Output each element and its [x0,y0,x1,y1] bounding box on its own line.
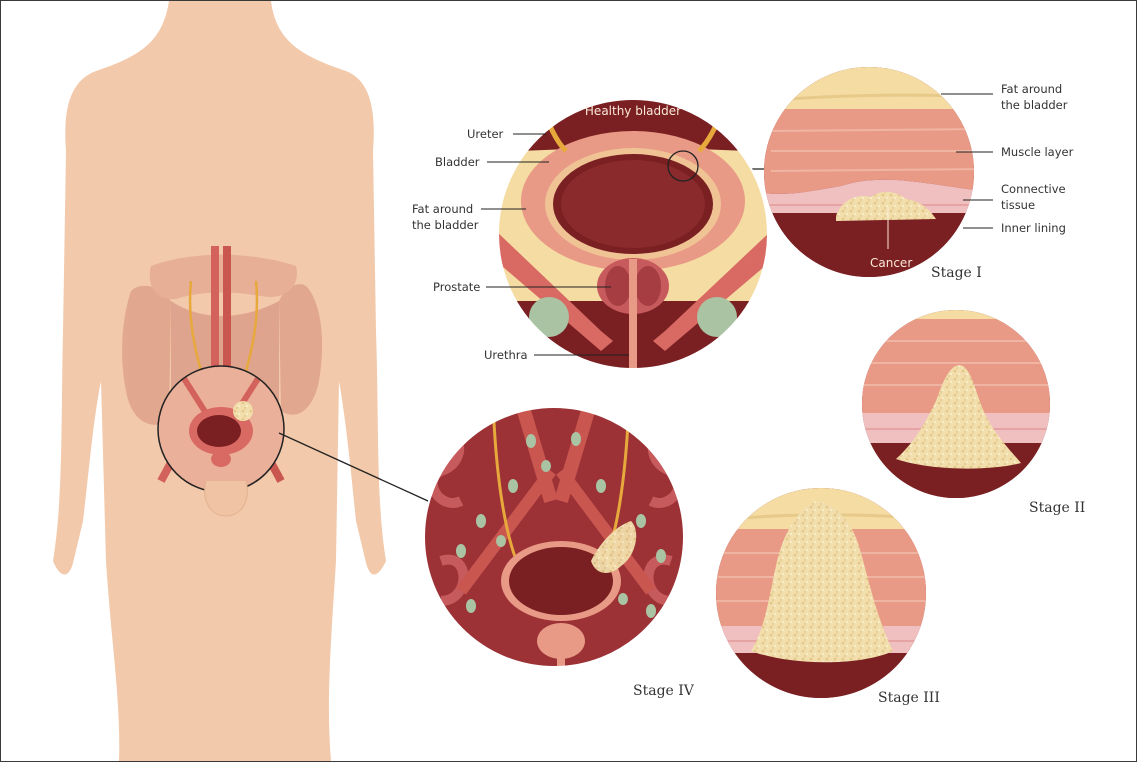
stage4-circle: Stage IV [421,401,695,699]
label-fat-line1: Fat around [412,202,473,216]
healthy-bladder-circle: Healthy bladder [491,91,781,389]
label-connective-line2: tissue [1001,198,1035,212]
label-layer-fat-line1: Fat around [1001,82,1062,96]
body-silhouette [53,1,386,761]
stage3-circle: Stage III [711,486,940,706]
label-fat-line2: the bladder [412,218,479,232]
stage2-circle: Stage II [861,306,1085,516]
stage1-label: Stage I [931,265,982,281]
label-layer-fat-line2: the bladder [1001,98,1068,112]
label-bladder: Bladder [435,155,480,169]
stage4-label: Stage IV [633,683,695,699]
label-inner-lining: Inner lining [1001,221,1066,235]
stage3-label: Stage III [878,690,940,706]
stage2-label: Stage II [1029,500,1085,516]
healthy-title: Healthy bladder [585,104,681,118]
label-ureter: Ureter [467,127,504,141]
label-cancer: Cancer [870,256,912,270]
label-muscle-layer: Muscle layer [1001,145,1074,159]
label-connective-line1: Connective [1001,182,1066,196]
label-prostate: Prostate [433,280,480,294]
label-urethra: Urethra [484,348,528,362]
